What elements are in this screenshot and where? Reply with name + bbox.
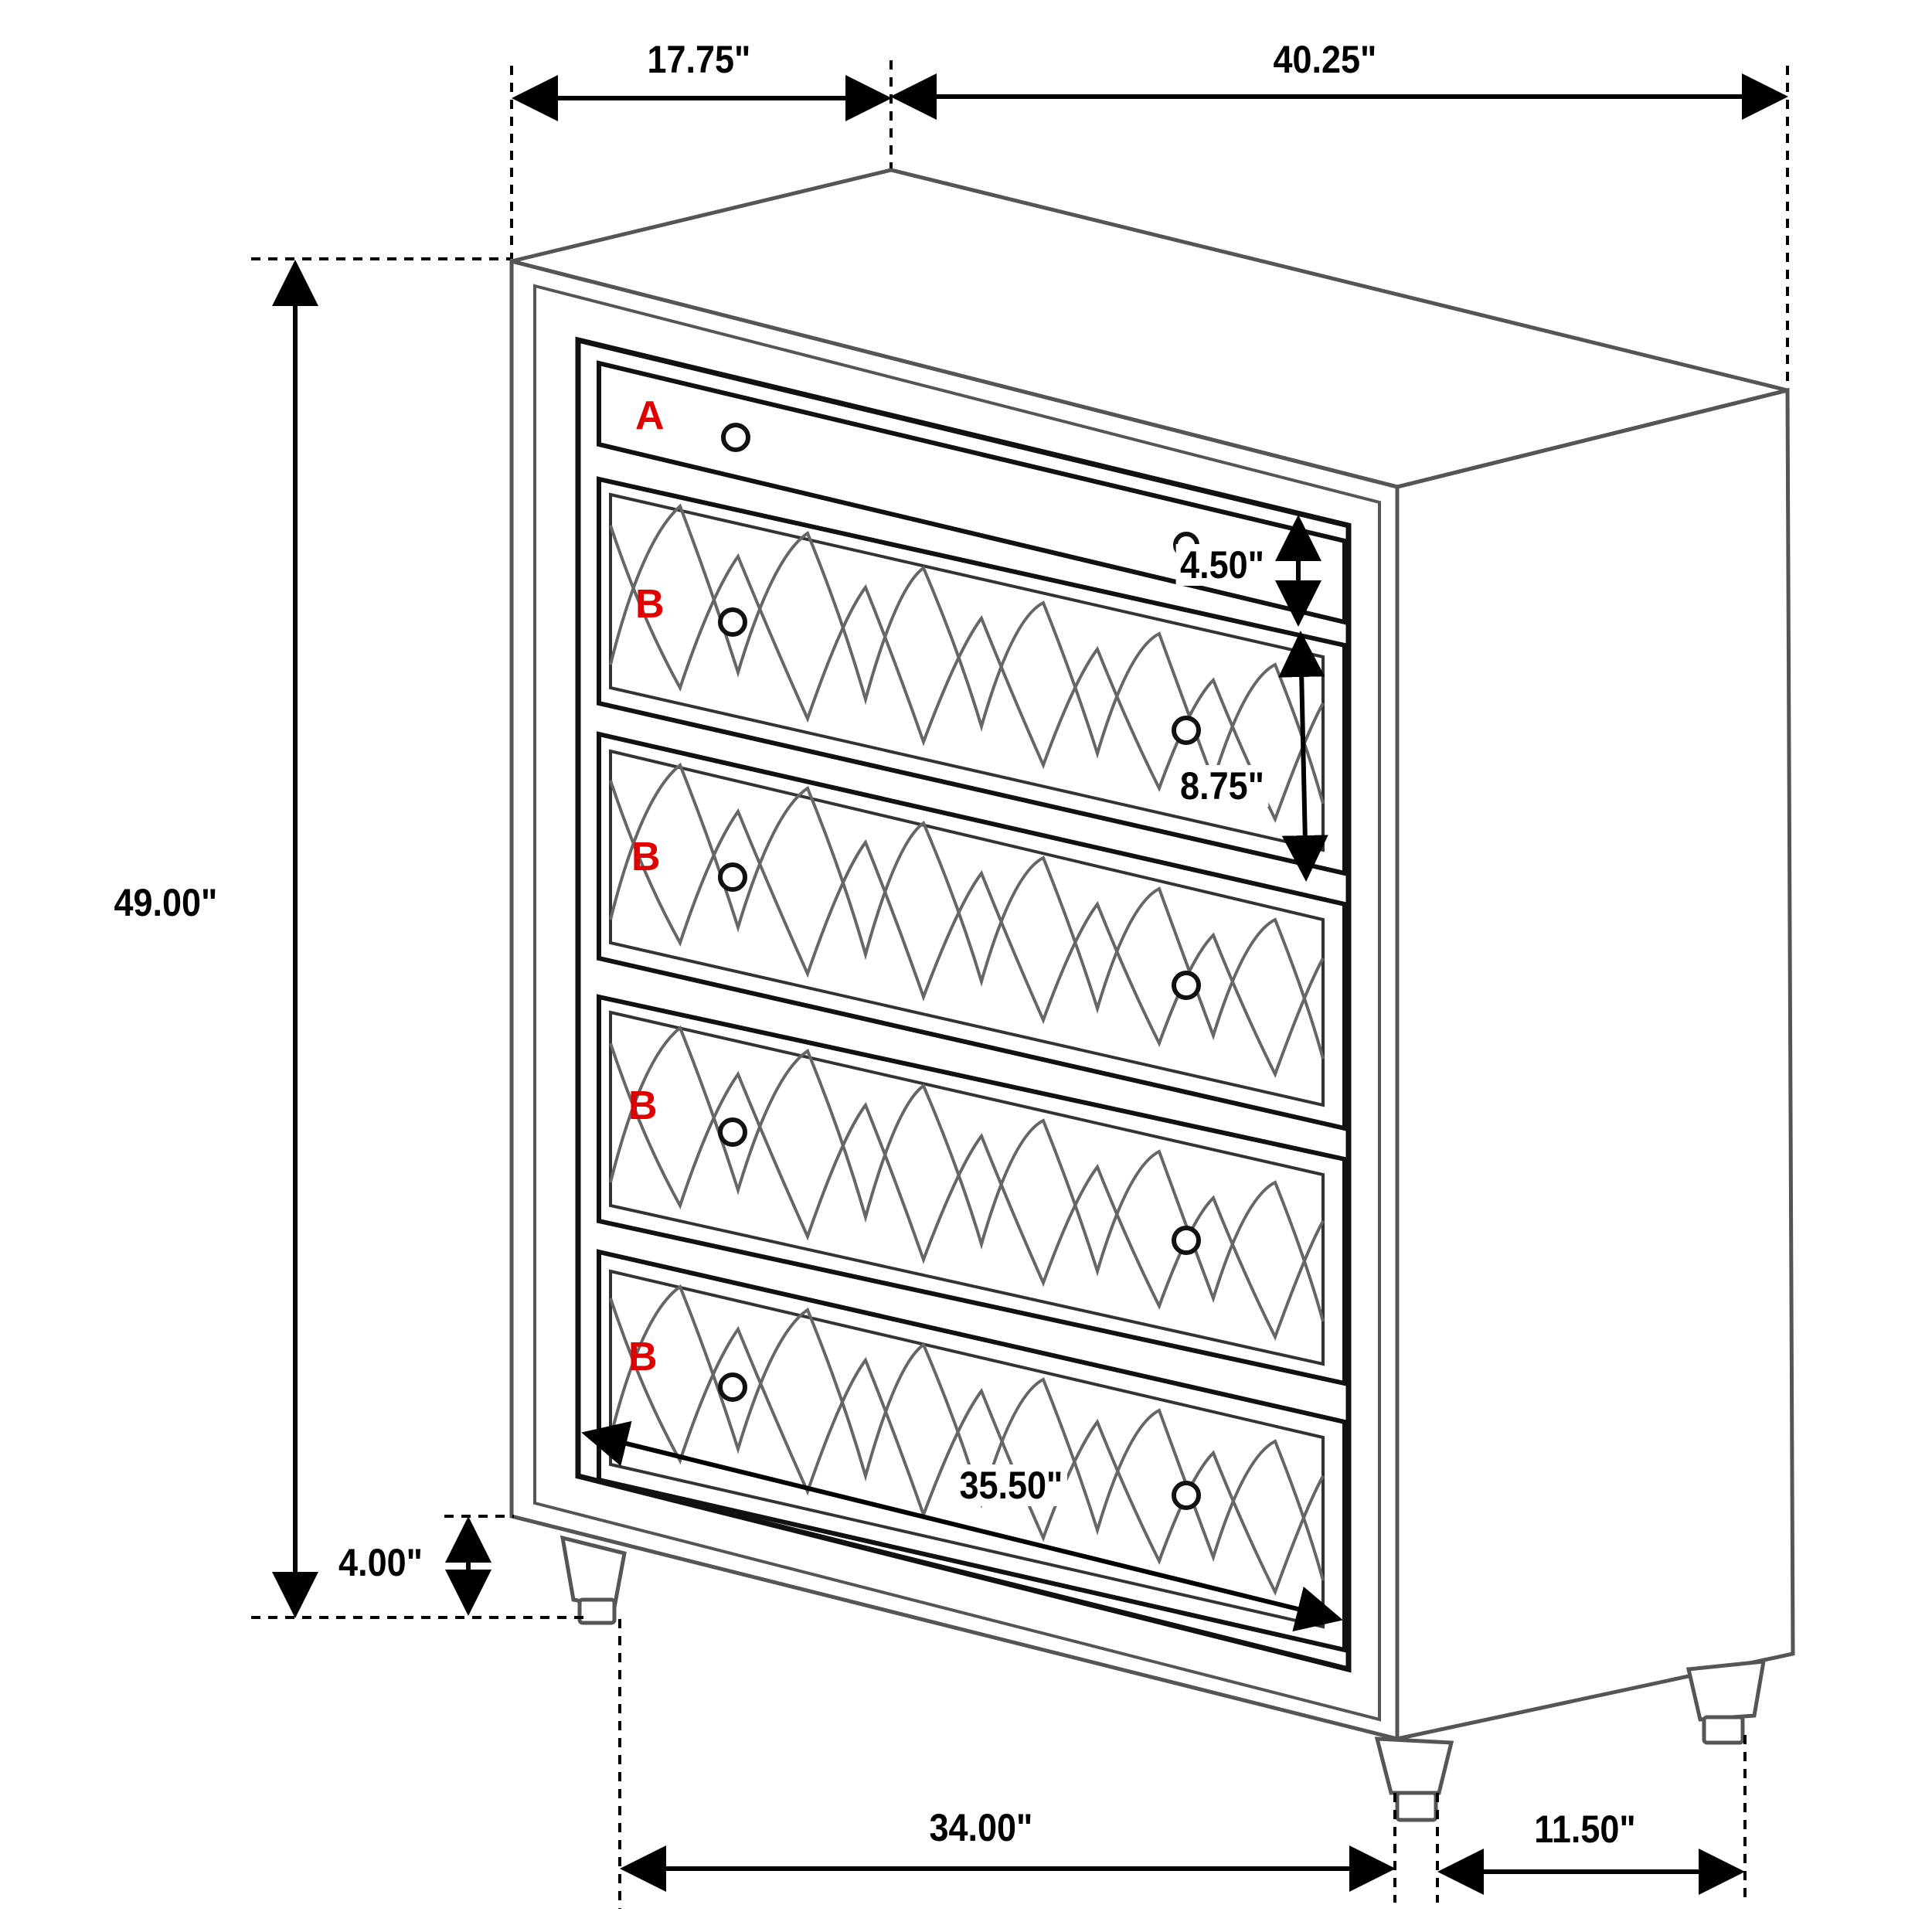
- drawer-label-b1: B: [635, 582, 665, 627]
- drawer-panel: [575, 336, 1352, 1673]
- tufting-pattern: [609, 503, 1325, 1597]
- dimension-arrows: [272, 73, 1788, 1895]
- dim-drawer-b-height: 8.75": [1175, 765, 1269, 807]
- drawer-label-b4: B: [628, 1335, 658, 1379]
- arrow-drawer-diagonal: [581, 1420, 1343, 1632]
- dim-height-total: 49.00": [114, 881, 218, 924]
- drawer-label-b2: B: [631, 835, 661, 879]
- dim-depth-top: 17.75": [647, 38, 751, 81]
- chest-side: [1395, 387, 1795, 1742]
- drawer-label-b3: B: [628, 1083, 658, 1128]
- chest-front: [509, 258, 1400, 1742]
- dim-inner-width: 34.00": [929, 1806, 1033, 1849]
- drawer-knobs: [718, 423, 1201, 1510]
- dim-drawer-diagonal: 35.50": [955, 1464, 1067, 1506]
- dim-drawer-a-height: 4.50": [1175, 544, 1269, 586]
- dim-inner-depth: 11.50": [1534, 1808, 1636, 1851]
- drawer-fronts: [597, 360, 1347, 1653]
- dim-leg-height: 4.00": [338, 1541, 423, 1584]
- dim-width-top: 40.25": [1273, 38, 1377, 81]
- arrow-drawer-b: [1278, 631, 1328, 882]
- extension-lines: [251, 60, 1789, 1909]
- drawer-label-a: A: [635, 393, 665, 438]
